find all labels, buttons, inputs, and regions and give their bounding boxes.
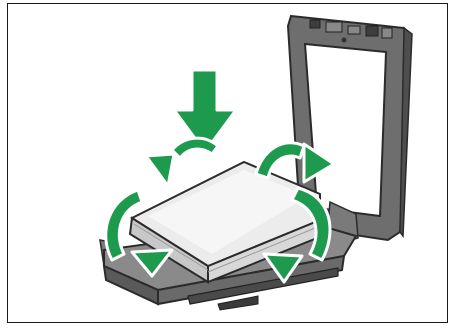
paper-tray-illustration [8,4,448,323]
curved-arrow-icon [146,138,218,186]
figure-frame [7,3,448,323]
